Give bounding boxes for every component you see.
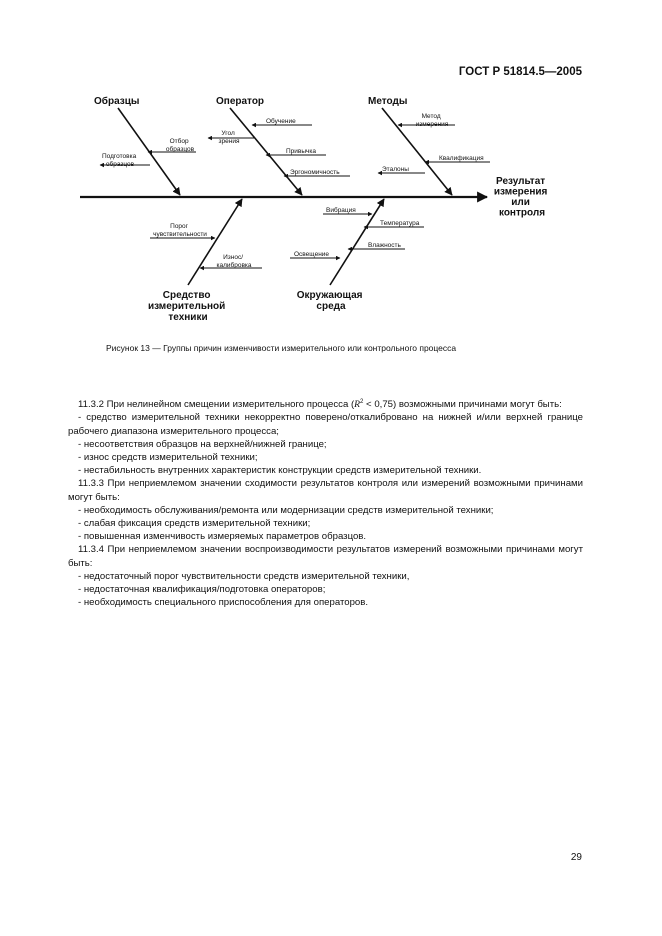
category-methods: Методы <box>368 96 407 107</box>
list-item: - необходимость специального приспособле… <box>78 597 369 609</box>
fishbone-diagram: Образцы Оператор Методы Средство измерит… <box>80 95 550 323</box>
cause-measure-method: Метод измерения <box>416 113 449 128</box>
cause-preparation: Подготовка образцов <box>102 153 138 168</box>
cause-ergonomics: Эргономичность <box>290 169 340 176</box>
cause-habits: Привычка <box>286 148 316 155</box>
cause-vibration: Вибрация <box>326 206 356 214</box>
cause-temperature: Температура <box>380 220 420 227</box>
paragraph-11-3-2: 11.3.2 При нелинейном смещении измерител… <box>78 399 562 411</box>
bone-environment <box>329 198 385 286</box>
bone-operator <box>229 107 303 196</box>
category-samples: Образцы <box>94 95 139 107</box>
cause-qualification: Квалификация <box>439 155 484 162</box>
cause-sampling: Отбор образцов <box>166 137 195 153</box>
cause-wear: Износ/ калибровка <box>216 254 251 269</box>
list-item: - необходимость обслуживания/ремонта или… <box>78 504 494 516</box>
paragraph-11-3-4: 11.3.4 При неприемлемом значении воспрои… <box>68 544 583 569</box>
page-number: 29 <box>570 852 582 863</box>
cause-lighting: Освещение <box>294 251 329 258</box>
document-id: ГОСТ Р 51814.5—2005 <box>458 66 582 78</box>
category-equipment: Средство измерительной техники <box>148 290 228 323</box>
list-item: - слабая фиксация средств измерительной … <box>78 518 311 530</box>
list-item: - нестабильность внутренних характеристи… <box>78 465 482 477</box>
list-item: - недостаточная квалификация/подготовка … <box>78 584 326 596</box>
list-item: - износ средств измерительной техники; <box>78 452 258 463</box>
bone-equipment <box>187 198 243 286</box>
effect-label: Результат измерения или контроля <box>494 176 550 219</box>
figure-caption: Рисунок 13 — Группы причин изменчивости … <box>106 343 457 353</box>
list-item: - несоответствия образцов на верхней/ниж… <box>78 438 327 450</box>
paragraph-11-3-3: 11.3.3 При неприемлемом значении сходимо… <box>68 478 583 503</box>
body-text: 11.3.2 При нелинейном смещении измерител… <box>68 396 583 609</box>
list-item: - недостаточный порог чувствительности с… <box>78 570 410 582</box>
bone-methods <box>381 107 453 196</box>
r-squared: R <box>354 399 361 411</box>
list-item: - средство измерительной техники некорре… <box>68 412 583 437</box>
cause-standards: Эталоны <box>382 166 409 173</box>
cause-humidity: Влажность <box>368 242 402 249</box>
category-operator: Оператор <box>216 96 264 107</box>
cause-training: Обучение <box>266 117 296 125</box>
category-environment: Окружающая среда <box>297 290 366 312</box>
cause-sensitivity: Порог чувствительности <box>153 223 207 238</box>
list-item: - повышенная изменчивость измеряемых пар… <box>78 531 367 543</box>
cause-viewing-angle: Угол зрения <box>219 130 240 145</box>
